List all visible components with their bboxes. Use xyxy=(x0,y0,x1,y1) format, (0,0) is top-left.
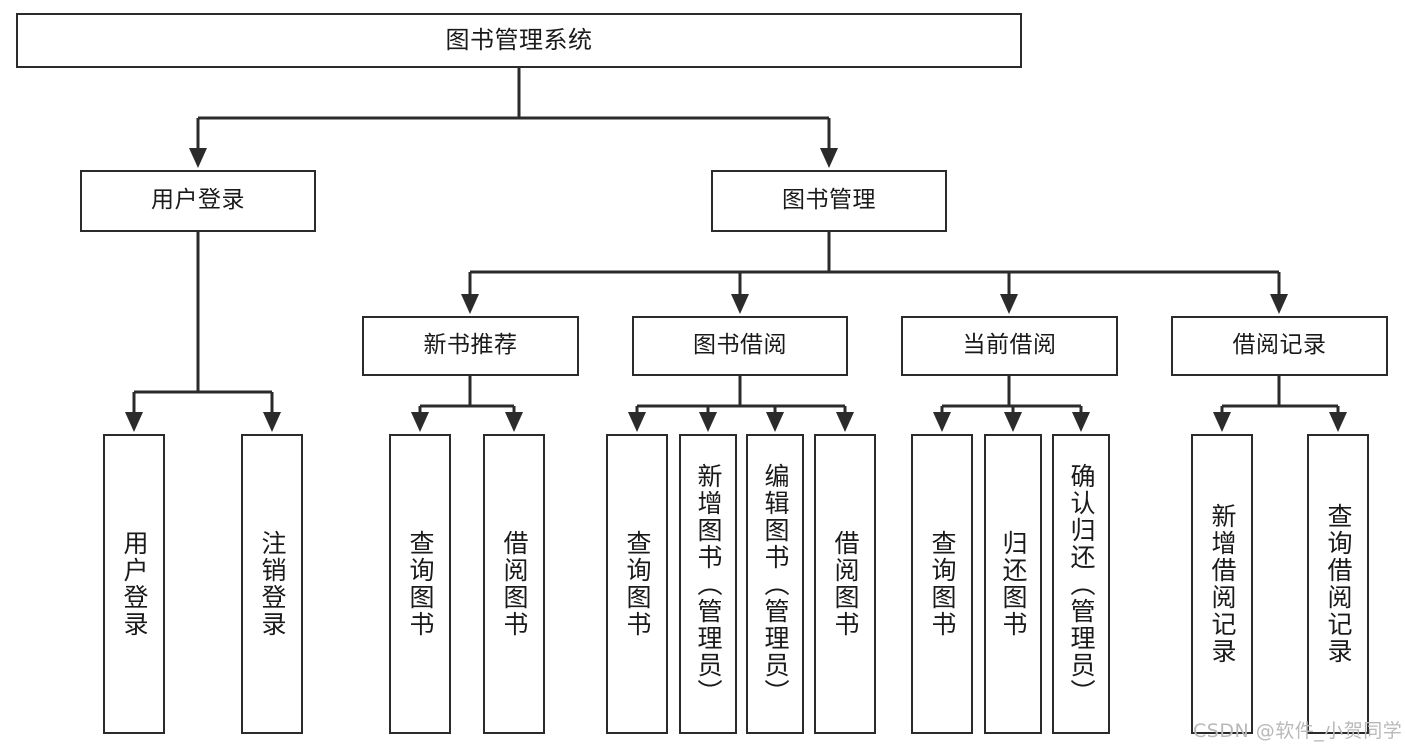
node-label: 查询图书 xyxy=(623,530,652,638)
node-label: 查询图书 xyxy=(406,530,435,638)
node-label: 查询借阅记录 xyxy=(1324,503,1353,665)
node-l11[interactable]: 确认归还（管理员） xyxy=(1052,434,1110,734)
cur-bus-arrowhead-0 xyxy=(933,412,951,432)
node-label: 借阅记录 xyxy=(1232,332,1327,359)
watermark: CSDN @软件_小贺同学 xyxy=(1193,720,1403,742)
node-n3a[interactable]: 新书推荐 xyxy=(362,316,579,376)
cur-bus-arrowhead-1 xyxy=(1004,412,1022,432)
book-bus-arrowhead-2 xyxy=(1000,294,1018,314)
node-l12[interactable]: 新增借阅记录 xyxy=(1191,434,1253,734)
node-label: 编辑图书（管理员） xyxy=(761,462,790,706)
node-n2b[interactable]: 图书管理 xyxy=(711,170,947,232)
root-bus-arrowhead-0 xyxy=(189,148,207,168)
node-l9[interactable]: 查询图书 xyxy=(911,434,973,734)
node-label: 图书借阅 xyxy=(693,332,787,359)
node-label: 借阅图书 xyxy=(500,530,529,638)
rec-bus-arrowhead-1 xyxy=(1329,412,1347,432)
login-bus-arrowhead-1 xyxy=(263,412,281,432)
node-label: 借阅图书 xyxy=(831,530,860,638)
node-l2[interactable]: 注销登录 xyxy=(241,434,303,734)
node-l13[interactable]: 查询借阅记录 xyxy=(1307,434,1369,734)
node-l4[interactable]: 借阅图书 xyxy=(483,434,545,734)
node-l7[interactable]: 编辑图书（管理员） xyxy=(746,434,804,734)
node-n2a[interactable]: 用户登录 xyxy=(80,170,316,232)
node-n3b[interactable]: 图书借阅 xyxy=(632,316,848,376)
node-label: 确认归还（管理员） xyxy=(1067,462,1096,706)
node-l6[interactable]: 新增图书（管理员） xyxy=(679,434,737,734)
book-bus-arrowhead-3 xyxy=(1270,294,1288,314)
node-label: 用户登录 xyxy=(151,187,245,214)
node-l3[interactable]: 查询图书 xyxy=(389,434,451,734)
book-bus-arrowhead-1 xyxy=(731,294,749,314)
node-label: 归还图书 xyxy=(999,530,1028,638)
book-bus-arrowhead-0 xyxy=(461,294,479,314)
node-l10[interactable]: 归还图书 xyxy=(984,434,1042,734)
node-l5[interactable]: 查询图书 xyxy=(606,434,668,734)
node-label: 查询图书 xyxy=(928,530,957,638)
node-label: 图书管理系统 xyxy=(445,26,593,55)
node-label: 注销登录 xyxy=(258,530,287,638)
node-label: 新增借阅记录 xyxy=(1208,503,1237,665)
node-n3c[interactable]: 当前借阅 xyxy=(901,316,1118,376)
cur-bus-arrowhead-2 xyxy=(1072,412,1090,432)
node-label: 用户登录 xyxy=(120,530,149,638)
node-n3d[interactable]: 借阅记录 xyxy=(1171,316,1388,376)
login-bus-arrowhead-0 xyxy=(125,412,143,432)
new-bus-arrowhead-1 xyxy=(505,412,523,432)
node-label: 当前借阅 xyxy=(962,332,1057,359)
borrow-bus-arrowhead-3 xyxy=(836,412,854,432)
root-bus-arrowhead-1 xyxy=(820,148,838,168)
node-l1[interactable]: 用户登录 xyxy=(103,434,165,734)
node-root[interactable]: 图书管理系统 xyxy=(16,13,1022,68)
new-bus-arrowhead-0 xyxy=(411,412,429,432)
rec-bus-arrowhead-0 xyxy=(1213,412,1231,432)
borrow-bus-arrowhead-0 xyxy=(628,412,646,432)
borrow-bus-arrowhead-1 xyxy=(699,412,717,432)
node-label: 图书管理 xyxy=(782,187,876,214)
node-label: 新书推荐 xyxy=(423,332,518,359)
node-label: 新增图书（管理员） xyxy=(694,462,723,706)
borrow-bus-arrowhead-2 xyxy=(766,412,784,432)
node-l8[interactable]: 借阅图书 xyxy=(814,434,876,734)
